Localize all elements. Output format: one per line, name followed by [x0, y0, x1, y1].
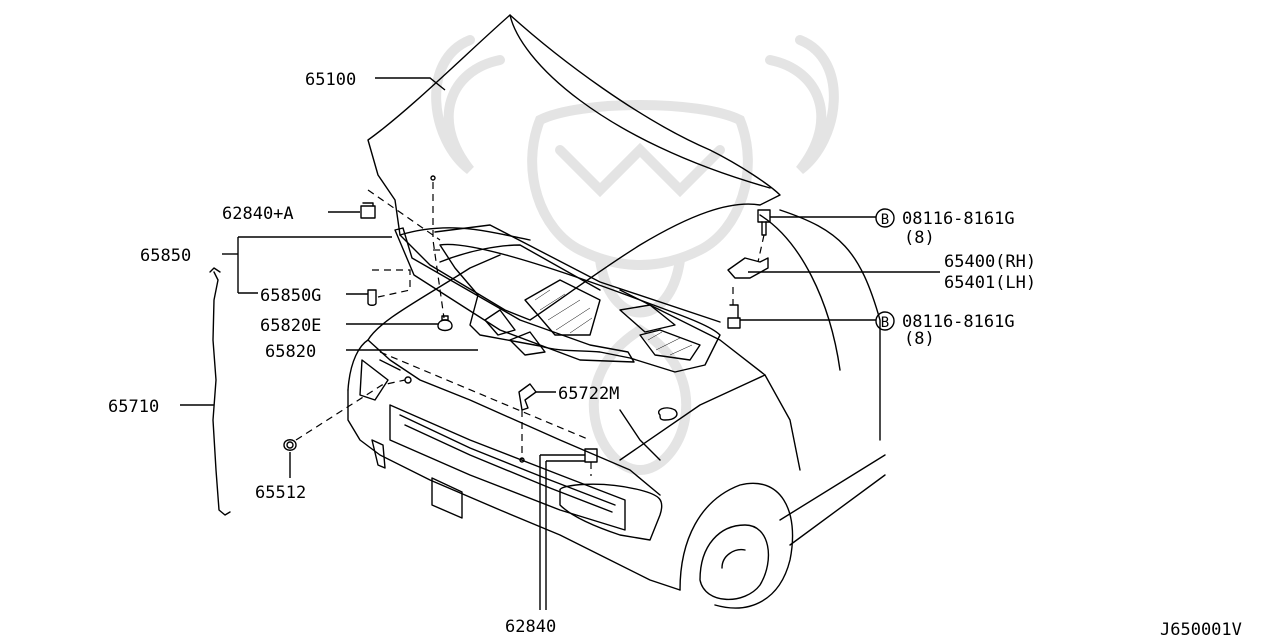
hood-support-rod [209, 267, 231, 516]
label-bolt-bottom: 08116-8161G [902, 312, 1015, 332]
label-hinge-rh: 65400(RH) [944, 252, 1036, 272]
bolt-marker-bottom: B [875, 311, 895, 331]
label-seal-clip: 65850G [260, 286, 321, 306]
label-seal-strip: 65850 [140, 246, 191, 266]
alignment-dashed-lines [295, 182, 765, 476]
label-bolt-top-qty: (8) [904, 228, 935, 248]
label-support-rod: 65710 [108, 397, 159, 417]
hood-insulator-pad [439, 243, 721, 373]
label-bolt-top: 08116-8161G [902, 209, 1015, 229]
label-bolt-bottom-qty: (8) [904, 329, 935, 349]
svg-text:B: B [881, 315, 889, 331]
label-rod-grommet: 65512 [255, 483, 306, 503]
bolt-marker-top: B [875, 208, 895, 228]
leader-lines [180, 77, 940, 610]
label-hood: 65100 [305, 70, 356, 90]
svg-text:B: B [881, 212, 889, 228]
label-bumper-rubber: 62840 [505, 617, 556, 637]
hood-seal-strip [394, 227, 635, 363]
watermark-emblem [431, 35, 839, 476]
label-hinge-lh: 65401(LH) [944, 273, 1036, 293]
label-hood-lock-rubber: 65820E [260, 316, 321, 336]
label-rod-clip: 65722M [558, 384, 619, 404]
diagram-code: J650001V [1160, 620, 1242, 639]
car-front-body [347, 209, 886, 609]
label-bumper-rubber-a: 62840+A [222, 204, 294, 224]
label-hood-insulator: 65820 [265, 342, 316, 362]
small-fasteners [283, 175, 771, 463]
